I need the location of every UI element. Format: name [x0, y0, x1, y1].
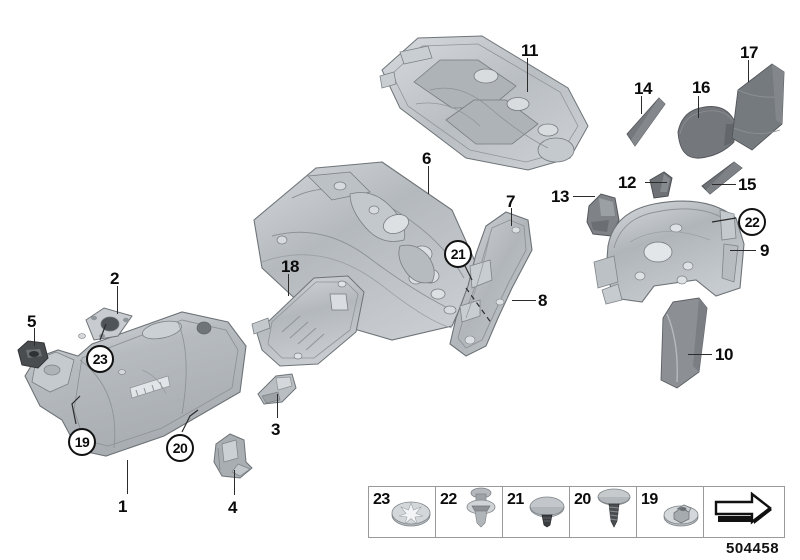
leader-line-5 [34, 328, 36, 346]
part-18-artwork [251, 272, 370, 370]
part-label-10: 10 [715, 345, 733, 364]
fastener-callout-20: 20 [166, 434, 194, 462]
legend-item-23: 23 [369, 487, 436, 537]
leader-line-15 [712, 184, 736, 186]
round-head-screw-icon [594, 487, 634, 534]
part-label-8: 8 [538, 291, 547, 310]
leader-line-2 [117, 286, 119, 314]
part-13-artwork [583, 192, 623, 240]
part-16-artwork [674, 102, 736, 160]
fastener-callout-22: 22 [738, 208, 766, 236]
fastener-legend: 23 22 21 [368, 486, 785, 538]
part-label-16: 16 [692, 78, 710, 97]
legend-number-20: 20 [574, 491, 591, 508]
part-label-14: 14 [634, 79, 652, 98]
part-label-3: 3 [271, 420, 280, 439]
leader-line-6 [428, 166, 430, 194]
part-label-11: 11 [521, 41, 538, 60]
part-4-artwork [210, 432, 254, 486]
part-label-17: 17 [740, 43, 758, 62]
leader-line-12 [645, 182, 667, 184]
hex-nut-washer-icon [661, 497, 701, 534]
part-label-7: 7 [506, 192, 515, 211]
leader-line-1 [127, 460, 129, 494]
leader-line-14 [641, 96, 643, 114]
legend-item-arrow [704, 487, 784, 537]
part-9-artwork [584, 196, 746, 308]
leader-line-11 [527, 58, 529, 92]
leader-line-18 [288, 274, 290, 296]
part-10-artwork [655, 296, 711, 392]
legend-item-21: 21 [503, 487, 570, 537]
leader-line-9 [730, 250, 756, 252]
leader-line-17 [748, 60, 750, 82]
part-label-12: 12 [618, 173, 636, 192]
part-label-15: 15 [738, 175, 756, 194]
legend-item-22: 22 [436, 487, 503, 537]
fastener-callout-19: 19 [68, 428, 96, 456]
part-label-13: 13 [551, 187, 569, 206]
part-label-18: 18 [281, 257, 299, 276]
legend-item-20: 20 [570, 487, 637, 537]
legend-number-21: 21 [507, 491, 524, 508]
round-head-clip-icon [527, 493, 567, 534]
part-11-artwork [370, 30, 600, 180]
star-washer-clip-icon [389, 497, 433, 534]
part-17-artwork [726, 62, 788, 154]
leader-line-13 [573, 196, 595, 198]
part-12-artwork [648, 170, 674, 200]
part-label-6: 6 [422, 149, 431, 168]
leader-line-3 [277, 394, 279, 418]
leader-line-4 [234, 470, 236, 495]
expanding-rivet-icon [460, 487, 500, 534]
part-label-4: 4 [228, 498, 237, 517]
part-label-9: 9 [760, 241, 769, 260]
part-14-artwork [625, 96, 667, 152]
leader-line-10 [688, 354, 712, 356]
leader-line-16 [698, 96, 700, 118]
part-label-1: 1 [118, 497, 127, 516]
legend-number-22: 22 [440, 491, 457, 508]
part-label-5: 5 [27, 312, 36, 331]
part-5-artwork [14, 338, 52, 372]
fastener-callout-23: 23 [86, 345, 114, 373]
legend-number-19: 19 [641, 491, 658, 508]
diagram-number: 504458 [726, 540, 780, 557]
part-label-2: 2 [110, 269, 119, 288]
legend-number-23: 23 [373, 491, 390, 508]
legend-item-19: 19 [637, 487, 704, 537]
direction-arrow-icon [712, 486, 774, 531]
part-8-artwork [446, 210, 542, 360]
part-3-artwork [256, 372, 298, 408]
part-2-artwork [82, 306, 140, 348]
part-15-artwork [700, 160, 744, 198]
leader-line-8 [512, 300, 536, 302]
leader-line-7 [511, 208, 513, 226]
fastener-callout-21: 21 [444, 240, 472, 268]
